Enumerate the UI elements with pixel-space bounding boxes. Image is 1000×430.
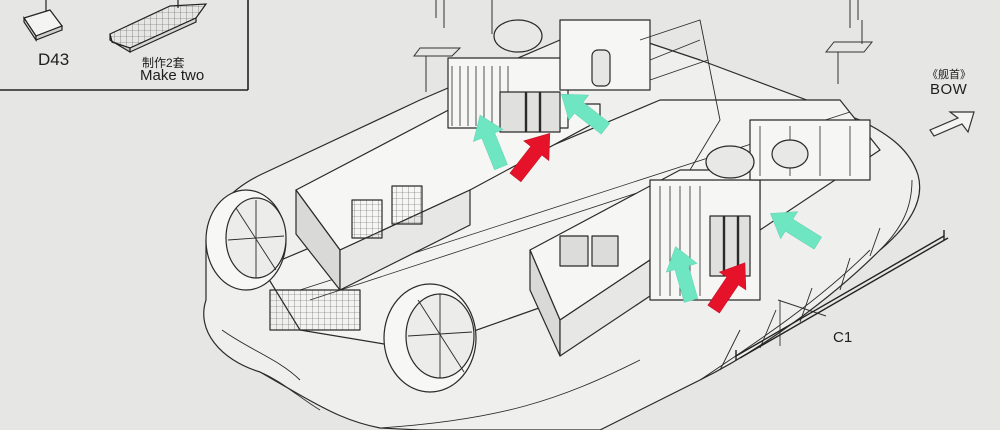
part-label-c1: C1 xyxy=(833,329,853,346)
cyan-arrows xyxy=(473,93,822,303)
part-label-d43: D43 xyxy=(38,50,70,69)
part-hull-icon xyxy=(109,0,208,54)
cyan-arrow-icon xyxy=(473,114,508,171)
cyan-arrow-icon xyxy=(665,246,699,303)
red-arrows xyxy=(509,133,747,314)
hovercraft-drawing xyxy=(203,19,921,430)
cyan-arrow-icon xyxy=(561,93,611,135)
part-c1-rod xyxy=(735,230,949,360)
bow-label-cn: 《舰首》 xyxy=(927,69,971,81)
inset-frame xyxy=(0,0,249,91)
make-two-note-cn: 制作2套 xyxy=(142,56,185,70)
make-two-note: Make two xyxy=(140,67,205,84)
bow-direction-arrow-icon xyxy=(929,111,975,137)
part-d43-icon xyxy=(23,0,63,42)
red-arrow-icon xyxy=(509,133,551,183)
cyan-arrow-icon xyxy=(770,211,822,250)
skirt-segments xyxy=(221,179,913,429)
bow-label: BOW xyxy=(930,81,968,98)
red-arrow-icon xyxy=(707,262,747,314)
